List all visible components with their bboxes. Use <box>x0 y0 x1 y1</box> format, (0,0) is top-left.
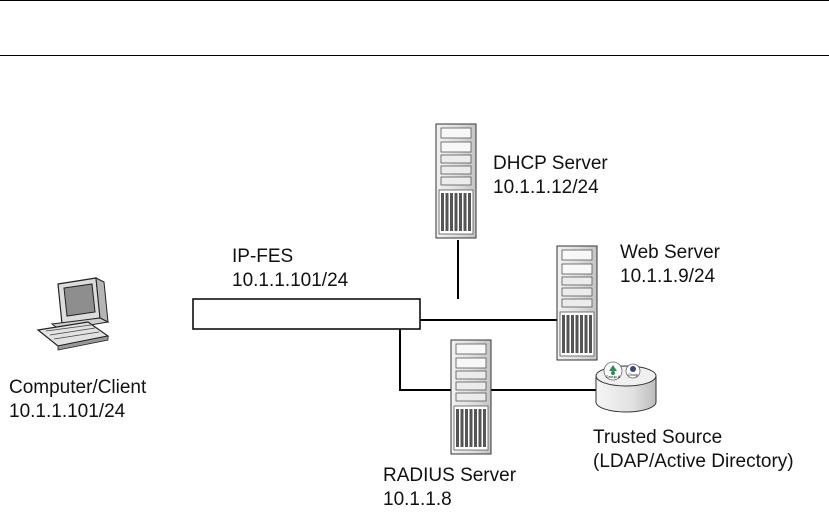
dhcp-server-icon <box>435 123 477 239</box>
group-a-badge: Group A <box>603 361 623 381</box>
radius-server-label: RADIUS Server 10.1.1.8 <box>383 464 516 512</box>
switch-address: 10.1.1.101/24 <box>232 270 349 291</box>
web-server-name: Web Server <box>620 242 720 263</box>
trusted-source-detail: (LDAP/Active Directory) <box>593 451 794 472</box>
trusted-source-label: Trusted Source (LDAP/Active Directory) <box>593 426 794 474</box>
top-rule <box>0 0 829 1</box>
database-icon: Group A Group <box>595 361 657 413</box>
header-rule <box>0 55 829 56</box>
dhcp-server-label: DHCP Server 10.1.1.12/24 <box>493 152 608 200</box>
client-name: Computer/Client <box>9 377 147 398</box>
group-badge: Group <box>625 363 641 379</box>
radius-server-name: RADIUS Server <box>383 465 517 486</box>
switch-name: IP-FES <box>232 246 294 267</box>
svg-text:Group: Group <box>628 373 638 377</box>
ip-fes-switch <box>192 298 421 330</box>
web-server-label: Web Server 10.1.1.9/24 <box>620 241 720 289</box>
client-address: 10.1.1.101/24 <box>9 401 126 422</box>
computer-icon <box>36 277 110 351</box>
svg-text:Group A: Group A <box>606 374 621 379</box>
connections <box>399 240 596 391</box>
switch-label: IP-FES 10.1.1.101/24 <box>232 245 348 293</box>
web-server-icon <box>556 245 598 361</box>
link-switch-radius <box>399 329 451 391</box>
radius-server-icon <box>450 339 492 455</box>
radius-server-address: 10.1.1.8 <box>383 489 452 510</box>
dhcp-server-address: 10.1.1.12/24 <box>493 177 599 198</box>
dhcp-server-name: DHCP Server <box>493 153 608 174</box>
trusted-source-name: Trusted Source <box>593 427 723 448</box>
client-label: Computer/Client 10.1.1.101/24 <box>9 376 146 424</box>
web-server-address: 10.1.1.9/24 <box>620 266 716 287</box>
